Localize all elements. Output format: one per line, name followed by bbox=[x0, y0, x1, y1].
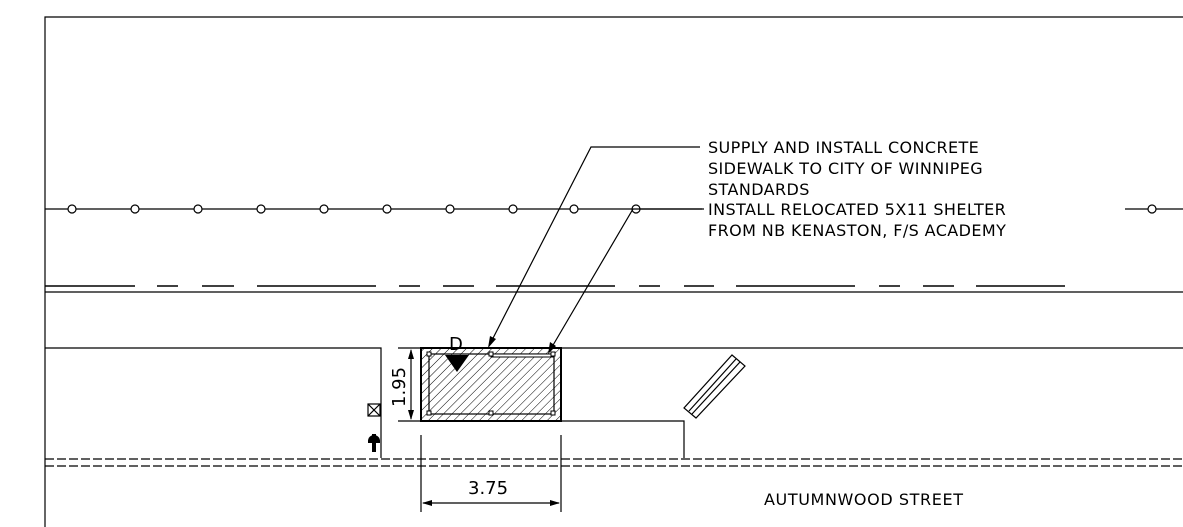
shelter-note-mask bbox=[704, 199, 1125, 219]
utility-pole bbox=[319, 204, 329, 214]
utility-pole bbox=[67, 204, 77, 214]
shelter-panel bbox=[490, 353, 555, 358]
shelter-note-leader bbox=[548, 208, 702, 353]
back-of-walk-line bbox=[45, 347, 382, 458]
utility-pole bbox=[382, 204, 392, 214]
depth-dimension bbox=[398, 347, 421, 422]
utility-pole bbox=[1147, 204, 1157, 214]
sidewalk-note-line-3: STANDARDS bbox=[708, 180, 810, 199]
width-dimension-label: 3.75 bbox=[468, 478, 508, 499]
shelter-posts bbox=[426, 351, 556, 416]
section-marker-arrow bbox=[445, 355, 469, 372]
section-marker-label: D bbox=[449, 334, 463, 355]
overhead-poles bbox=[67, 204, 1157, 214]
utility-pole bbox=[569, 204, 579, 214]
utility-pole bbox=[508, 204, 518, 214]
sidewalk-note-leader bbox=[488, 146, 700, 347]
bus-stop-sign-symbol bbox=[367, 403, 381, 417]
curb-line bbox=[45, 458, 1183, 467]
concrete-pad bbox=[420, 347, 562, 422]
utility-pole bbox=[193, 204, 203, 214]
street-name-label: AUTUMNWOOD STREET bbox=[764, 490, 964, 509]
utility-pole bbox=[256, 204, 266, 214]
utility-pole bbox=[130, 204, 140, 214]
shelter-note-line-2: FROM NB KENASTON, F/S ACADEMY bbox=[708, 221, 1006, 240]
shelter-note-line-1: INSTALL RELOCATED 5X11 SHELTER bbox=[708, 200, 1006, 219]
bench-symbol bbox=[683, 354, 746, 419]
drawing-frame bbox=[44, 16, 1183, 527]
shelter-note-arrowhead bbox=[548, 342, 556, 354]
depth-dimension-label: 1.95 bbox=[389, 367, 410, 407]
sidewalk-note-line-2: SIDEWALK TO CITY OF WINNIPEG bbox=[708, 159, 983, 178]
width-dimension bbox=[420, 435, 562, 512]
sidewalk-note-arrowhead bbox=[488, 336, 496, 348]
utility-pole bbox=[445, 204, 455, 214]
walk-extension-line bbox=[561, 420, 685, 458]
sidewalk-note-line-1: SUPPLY AND INSTALL CONCRETE bbox=[708, 138, 979, 157]
fire-hydrant-symbol bbox=[368, 434, 380, 452]
